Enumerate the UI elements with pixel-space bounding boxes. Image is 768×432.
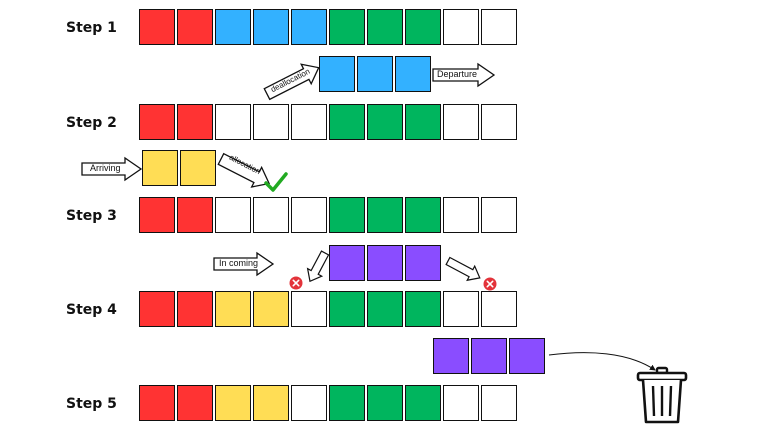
memory-cell-green <box>329 291 365 327</box>
memory-cell-green <box>405 385 441 421</box>
block-cell-purple <box>471 338 507 374</box>
memory-cell-empty <box>253 104 289 140</box>
memory-cell-green <box>329 385 365 421</box>
block-cell-purple <box>405 245 441 281</box>
step-1-label: Step 1 <box>66 20 117 36</box>
memory-cell-empty <box>443 197 479 233</box>
memory-cell-yellow <box>215 385 251 421</box>
memory-cell-red <box>139 291 175 327</box>
block-cell-yellow <box>180 150 216 186</box>
memory-cell-empty <box>253 197 289 233</box>
block-cell-purple <box>433 338 469 374</box>
memory-cell-blue <box>215 9 251 45</box>
arriving-text: Arriving <box>90 163 121 173</box>
arriving-arrow: Arriving <box>81 156 143 182</box>
memory-cell-empty <box>481 104 517 140</box>
memory-cell-green <box>329 9 365 45</box>
memory-cell-green <box>405 104 441 140</box>
memory-cell-red <box>177 104 213 140</box>
x-circle-icon-left <box>289 276 303 295</box>
memory-cell-green <box>367 291 403 327</box>
memory-row-step-2 <box>139 104 519 140</box>
memory-cell-green <box>367 385 403 421</box>
memory-cell-green <box>405 197 441 233</box>
arriving-yellow-block <box>142 150 218 186</box>
memory-cell-empty <box>443 9 479 45</box>
step-2-label: Step 2 <box>66 115 117 131</box>
memory-cell-yellow <box>253 291 289 327</box>
allocation-arrow: allocation <box>217 152 276 195</box>
down-right-arrow <box>445 256 485 284</box>
memory-cell-empty <box>443 291 479 327</box>
deallocation-arrow: deallocation <box>263 62 323 102</box>
memory-cell-green <box>329 197 365 233</box>
departure-text: Departure <box>437 69 478 79</box>
memory-cell-green <box>329 104 365 140</box>
step-4-label: Step 4 <box>66 302 117 318</box>
discarded-purple-block <box>433 338 547 374</box>
check-icon <box>264 171 288 198</box>
down-left-arrow <box>303 250 331 288</box>
block-cell-yellow <box>142 150 178 186</box>
memory-cell-empty <box>443 385 479 421</box>
memory-cell-green <box>367 197 403 233</box>
memory-cell-empty <box>291 104 327 140</box>
block-cell-purple <box>367 245 403 281</box>
memory-cell-green <box>405 291 441 327</box>
incoming-text: In coming <box>219 258 259 268</box>
curved-arrow-to-trash <box>548 350 664 380</box>
block-cell-blue <box>357 56 393 92</box>
memory-cell-red <box>177 291 213 327</box>
memory-cell-blue <box>253 9 289 45</box>
x-circle-icon-right <box>483 277 497 296</box>
memory-cell-red <box>139 197 175 233</box>
block-cell-blue <box>319 56 355 92</box>
memory-cell-red <box>177 9 213 45</box>
step-3-label: Step 3 <box>66 208 117 224</box>
memory-cell-green <box>367 104 403 140</box>
memory-row-step-5 <box>139 385 519 421</box>
memory-cell-empty <box>481 197 517 233</box>
memory-row-step-4 <box>139 291 519 327</box>
memory-cell-empty <box>291 291 327 327</box>
departure-arrow: Departure <box>432 62 496 88</box>
memory-cell-red <box>139 9 175 45</box>
memory-cell-green <box>367 9 403 45</box>
memory-cell-red <box>177 385 213 421</box>
memory-cell-empty <box>481 9 517 45</box>
memory-cell-green <box>405 9 441 45</box>
departing-blue-block <box>319 56 433 92</box>
memory-cell-empty <box>291 385 327 421</box>
memory-cell-yellow <box>215 291 251 327</box>
memory-cell-red <box>139 104 175 140</box>
block-cell-blue <box>395 56 431 92</box>
memory-cell-empty <box>443 104 479 140</box>
memory-cell-blue <box>291 9 327 45</box>
step-5-label: Step 5 <box>66 396 117 412</box>
memory-cell-empty <box>215 197 251 233</box>
memory-cell-red <box>177 197 213 233</box>
incoming-purple-block <box>329 245 443 281</box>
memory-cell-yellow <box>253 385 289 421</box>
memory-cell-empty <box>481 291 517 327</box>
memory-row-step-1 <box>139 9 519 45</box>
memory-row-step-3 <box>139 197 519 233</box>
memory-cell-empty <box>481 385 517 421</box>
memory-cell-red <box>139 385 175 421</box>
block-cell-purple <box>509 338 545 374</box>
trash-can-icon <box>636 366 688 431</box>
incoming-arrow: In coming <box>213 251 275 277</box>
memory-cell-empty <box>291 197 327 233</box>
block-cell-purple <box>329 245 365 281</box>
memory-cell-empty <box>215 104 251 140</box>
